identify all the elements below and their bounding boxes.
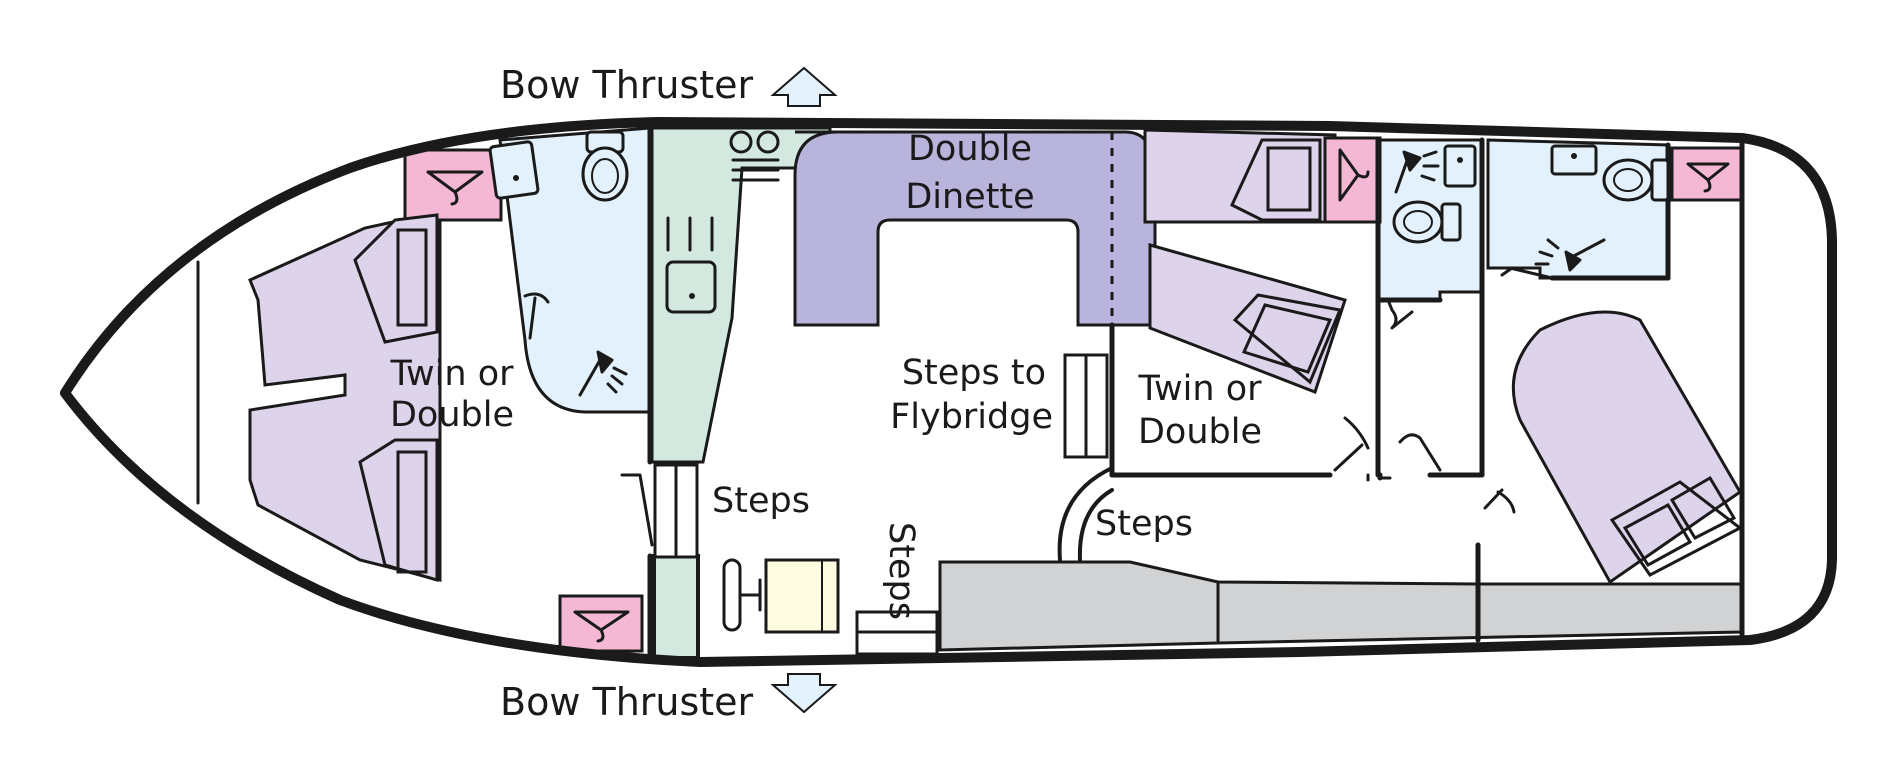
basin-icon [488,140,540,200]
saloon-chair [722,558,762,632]
toilet-icon [581,130,629,202]
steps-flybridge-label-1: Steps to [902,353,1046,393]
aft-toilet-icon [1602,158,1670,202]
steps-galley-label: Steps [712,481,810,521]
shower-icon [578,350,628,397]
bow-thruster-bottom-label: Bow Thruster [500,680,754,724]
hanger-icon [573,610,630,643]
steps-flybridge-label-2: Flybridge [890,397,1053,437]
hanger-icon [426,170,484,206]
wardrobe-fwd-lower [558,594,644,653]
hob-icon [729,130,780,182]
galley-steps [653,463,699,559]
aft-berth [1511,310,1742,585]
hanger-icon [1686,162,1730,193]
mid-cabinet-lower [1232,293,1343,385]
mid-toilet-icon [1392,200,1462,244]
forward-cabin-label-1: Twin or [389,354,514,394]
dinette-label-1: Double [908,129,1032,169]
mid-cabinet-upper [1230,138,1322,222]
wardrobe-aft [1670,146,1744,202]
hull-outline [60,117,1837,667]
flybridge-steps [1063,353,1109,459]
door-swing-icon [523,266,1554,547]
bow-thruster-top-label: Bow Thruster [500,63,754,107]
bow-thruster-arrow-icon [770,673,838,714]
aft-steps-arc [1057,466,1114,562]
saloon-steps [855,610,939,656]
steps-vertical-label: Steps [881,522,921,620]
aft-basin-icon [1550,144,1598,176]
forward-cabinet-lower [358,438,439,582]
wardrobe-fwd-upper [403,148,503,222]
hanger-icon [1338,148,1370,202]
mid-shower-icon [1394,150,1440,194]
forward-cabinet-upper [353,213,439,344]
aft-shower-icon [1534,238,1606,272]
saloon-table [764,558,840,634]
sink-icon [665,216,717,314]
steps-saloon-label: Steps [1095,504,1193,544]
dinette-label-2: Dinette [905,177,1034,217]
forward-cabin-label-2: Double [390,395,514,435]
bow-thruster-arrow-icon [770,66,838,107]
aft-berth-cabinets [1609,475,1743,577]
mid-basin-icon [1443,144,1477,188]
mid-cabin-label-2: Double [1138,412,1262,452]
wardrobe-mid [1323,136,1382,224]
interior-walls [647,122,1745,663]
mid-cabin-label-1: Twin or [1137,369,1262,409]
galley-stool [652,554,700,660]
